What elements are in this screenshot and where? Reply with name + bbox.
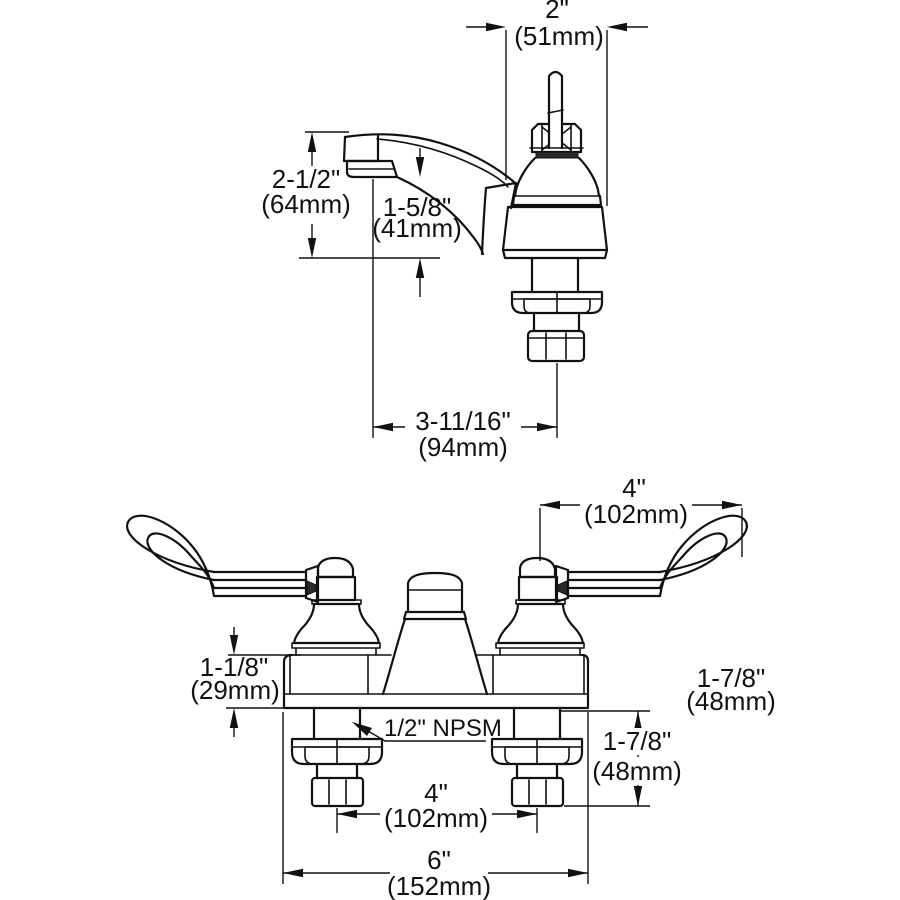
dim-valve-width-in: 2": [545, 0, 569, 24]
dim-spout-reach-mm: (94mm): [418, 432, 508, 462]
dim-overall-width-mm: (152mm): [387, 871, 491, 900]
left-shank: [290, 706, 384, 808]
dim-handle-length-mm: (102mm): [584, 499, 688, 529]
left-valve-bonnet: [291, 556, 381, 656]
dim-spout-outlet-height-mm: (41mm): [372, 213, 462, 243]
dim-deck-height-mm: (29mm): [190, 675, 280, 705]
dim-shank-spacing: 4" (102mm): [336, 778, 538, 833]
dim-handle-clearance-in: 1-7/8": [697, 663, 766, 693]
spout-base: [381, 571, 489, 696]
dim-spout-outlet-height: 1-5/8" (41mm): [372, 148, 462, 297]
dim-spout-outlet-height-in: 1-5/8": [383, 192, 452, 222]
left-handle: [126, 514, 320, 604]
stem-seal: [535, 151, 579, 159]
right-shank: [490, 706, 584, 808]
dim-spout-reach-in: 3-11/16": [415, 406, 510, 436]
dim-shank-spacing-mm: (102mm): [384, 803, 488, 833]
dim-spout-height: 2-1/2" (64mm): [261, 131, 440, 259]
dim-deck-height-in: 1-1/8": [200, 652, 269, 682]
dim-valve-width-mm: (51mm): [514, 21, 604, 51]
dim-handle-length: 4" (102mm): [539, 473, 743, 561]
dim-handle-length-in: 4": [622, 473, 646, 503]
right-handle: [554, 514, 748, 604]
dim-shank-spacing-in: 4": [424, 778, 448, 808]
right-valve-bonnet: [495, 556, 585, 656]
spout: [342, 133, 518, 256]
dim-spout-height-in: 2-1/2": [272, 164, 341, 194]
dim-overall-width: 6" (152mm): [282, 712, 589, 900]
dim-spout-height-mm: (64mm): [261, 189, 351, 219]
dim-deck-height: 1-1/8" (29mm): [190, 627, 300, 737]
dim-handle-clearance-mm: (48mm): [686, 686, 776, 716]
handle-stem: [529, 70, 584, 159]
dim-spout-reach: 3-11/16" (94mm): [372, 179, 558, 462]
valve-body: [501, 156, 609, 363]
dim-overall-width-in: 6": [427, 845, 451, 875]
faucet-front-view: 4" (102mm) 1-1/8" (29mm) 1-7/8" (48mm) 1…: [126, 473, 776, 900]
thread-callout: 1/2" NPSM: [352, 715, 502, 742]
thread-label: 1/2" NPSM: [384, 715, 502, 742]
dim-valve-width: 2" (51mm): [466, 0, 648, 206]
dim-shank-length: 1-7/8" (48mm): [560, 710, 686, 807]
deck-base: [282, 653, 590, 710]
dim-shank-length-in: 1-7/8": [603, 726, 672, 756]
faucet-side-view: 2" (51mm) 2-1/2" (64mm) 1-5/8" (41mm): [261, 0, 648, 462]
dim-handle-clearance: 1-7/8" (48mm): [686, 663, 776, 716]
dim-shank-length-mm: (48mm): [592, 756, 682, 786]
